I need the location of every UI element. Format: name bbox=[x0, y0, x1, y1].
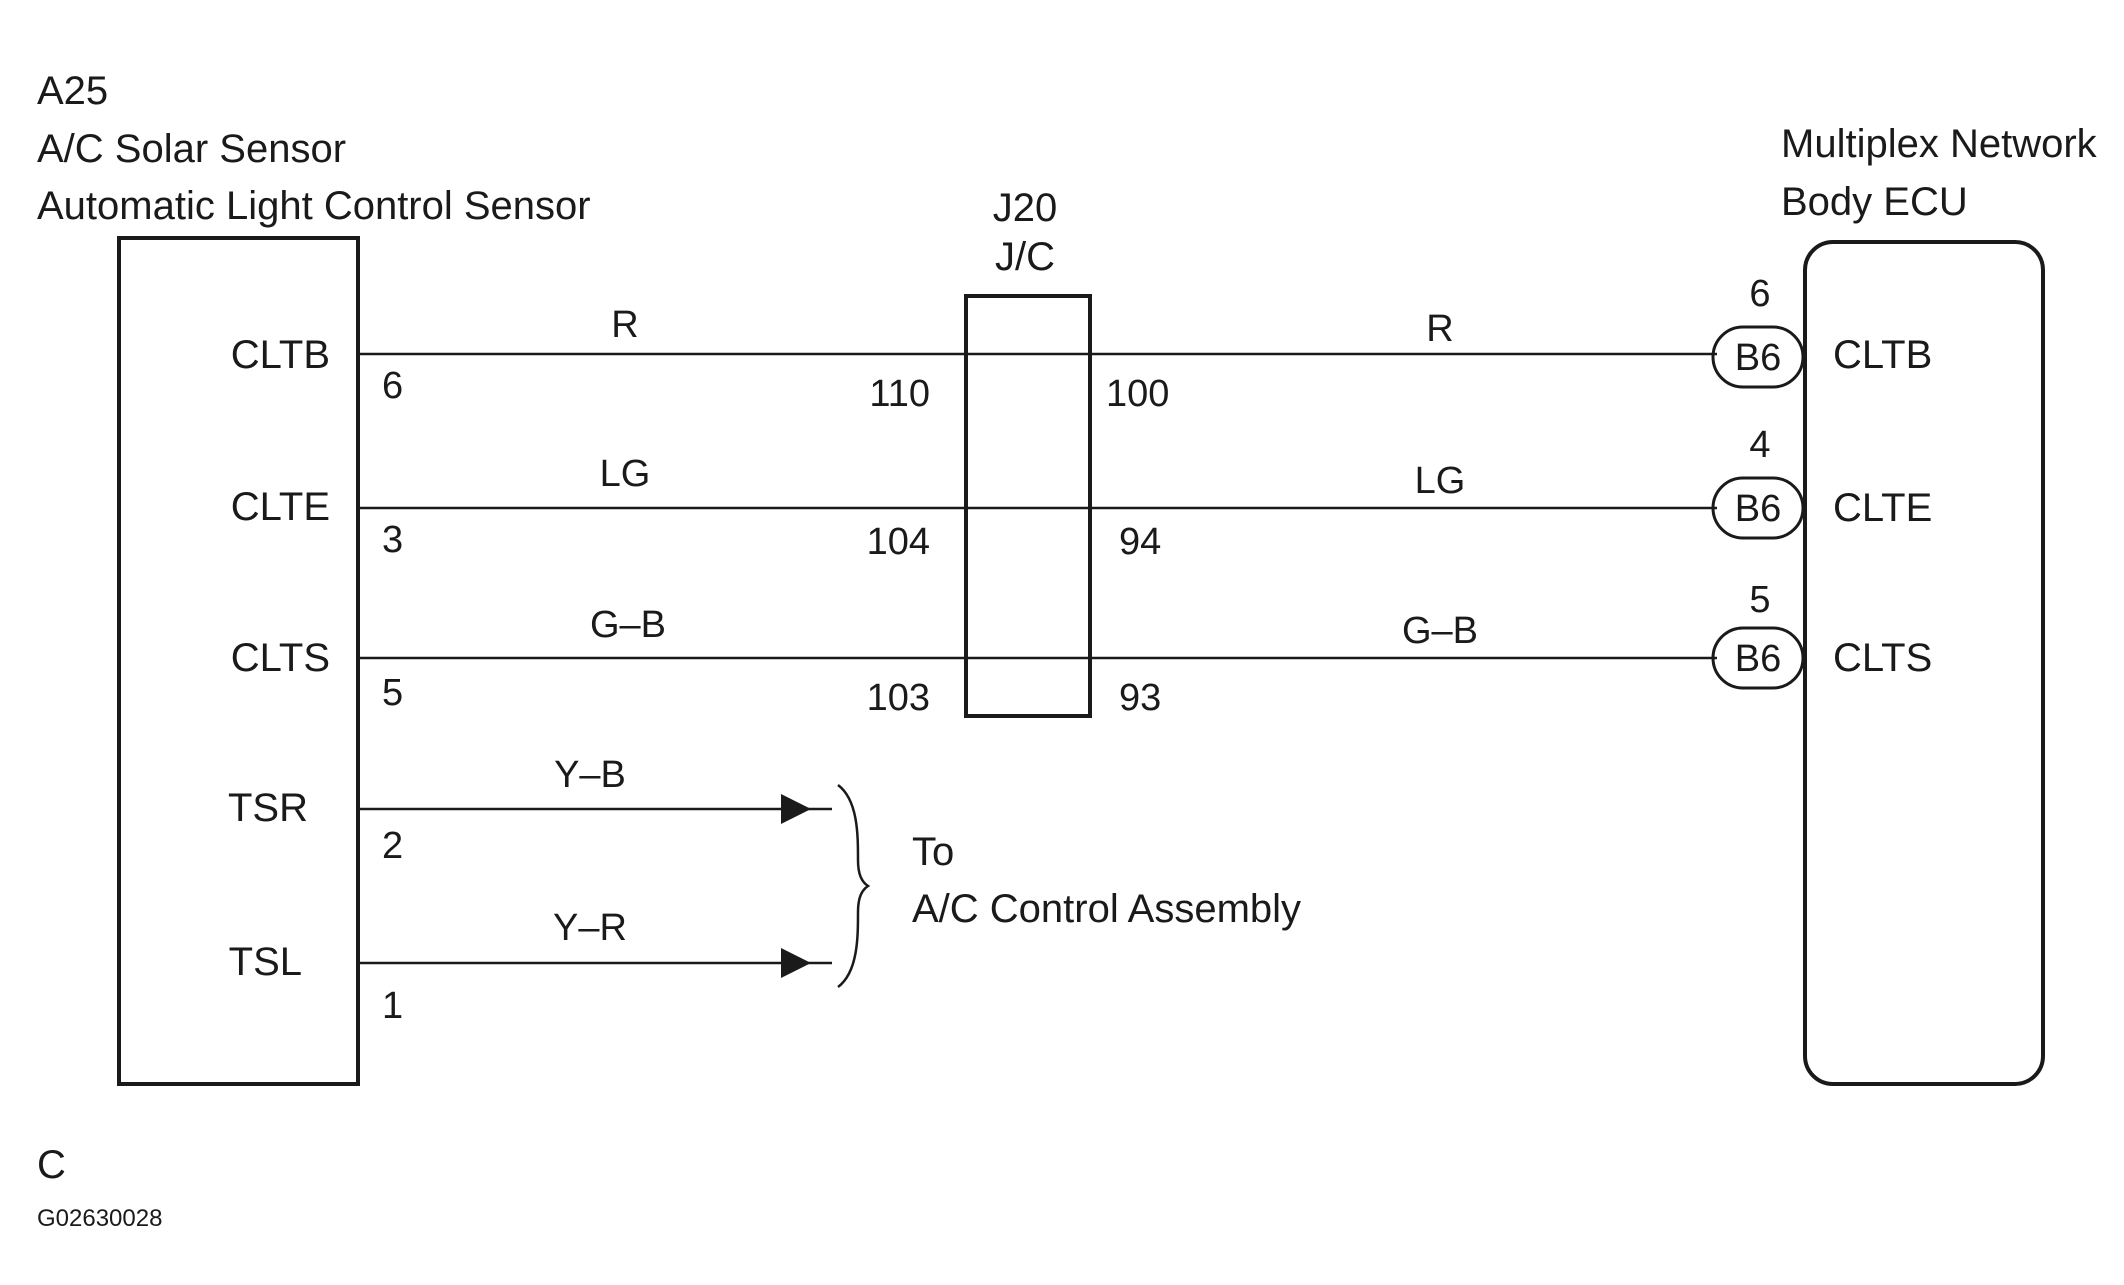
sensor-terminal-clts: CLTS bbox=[231, 636, 330, 680]
junction-right-pin-2: 94 bbox=[1119, 521, 1161, 563]
junction-left-pin-1: 110 bbox=[869, 373, 930, 415]
ecu-terminal-clte: CLTE bbox=[1833, 486, 1932, 530]
ecu-connector-clte bbox=[1711, 476, 1805, 540]
destination-line2: A/C Control Assembly bbox=[912, 887, 1301, 931]
destination-line1: To bbox=[912, 830, 954, 874]
sensor-code: A25 bbox=[37, 69, 108, 113]
footer-code: C bbox=[37, 1143, 66, 1187]
wire-color-clte-right: LG bbox=[1415, 460, 1466, 502]
sensor-pin-clts: 5 bbox=[382, 672, 403, 714]
sensor-pin-tsr: 2 bbox=[382, 825, 403, 867]
ecu-pin-clte: 4 bbox=[1749, 424, 1770, 466]
wire-color-clte-left: LG bbox=[600, 453, 651, 495]
arrow-tsl-icon bbox=[781, 948, 811, 978]
wire-color-tsr: Y–B bbox=[554, 754, 626, 796]
junction-right-pin-3: 93 bbox=[1119, 677, 1161, 719]
wire-color-clts-right: G–B bbox=[1402, 610, 1478, 652]
junction-left-pin-3: 103 bbox=[867, 677, 930, 719]
ecu-terminal-clts: CLTS bbox=[1833, 636, 1932, 680]
sensor-pin-clte: 3 bbox=[382, 519, 403, 561]
sensor-box bbox=[117, 236, 360, 1086]
junction-type: J/C bbox=[995, 235, 1055, 279]
sensor-name-line1: A/C Solar Sensor bbox=[37, 127, 346, 171]
arrow-tsr-icon bbox=[781, 794, 811, 824]
junction-left-pin-2: 104 bbox=[867, 521, 930, 563]
sensor-terminal-clte: CLTE bbox=[231, 485, 330, 529]
ecu-pin-cltb: 6 bbox=[1749, 273, 1770, 315]
ecu-terminal-cltb: CLTB bbox=[1833, 333, 1932, 377]
junction-code: J20 bbox=[993, 186, 1058, 230]
brace-icon bbox=[837, 784, 871, 988]
ecu-connector-cltb bbox=[1711, 325, 1805, 389]
sensor-name-line2: Automatic Light Control Sensor bbox=[37, 184, 591, 228]
ecu-connector-label-clte: B6 bbox=[1735, 488, 1781, 530]
wire-color-tsl: Y–R bbox=[553, 907, 627, 949]
ecu-pin-clts: 5 bbox=[1749, 579, 1770, 621]
wire-color-cltb-right: R bbox=[1426, 308, 1453, 350]
wire-color-clts-left: G–B bbox=[590, 604, 666, 646]
ecu-box bbox=[1803, 240, 2045, 1086]
footer-figure-id: G02630028 bbox=[37, 1205, 162, 1232]
ecu-connector-label-clts: B6 bbox=[1735, 638, 1781, 680]
sensor-pin-tsl: 1 bbox=[382, 985, 403, 1027]
ecu-connector-label-cltb: B6 bbox=[1735, 337, 1781, 379]
ecu-name-line1: Multiplex Network bbox=[1781, 122, 2098, 166]
ecu-connector-clts bbox=[1711, 626, 1805, 690]
sensor-terminal-tsr: TSR bbox=[228, 786, 308, 830]
sensor-terminal-tsl: TSL bbox=[229, 940, 302, 984]
wire-color-cltb-left: R bbox=[611, 304, 638, 346]
ecu-name-line2: Body ECU bbox=[1781, 180, 1968, 224]
sensor-terminal-cltb: CLTB bbox=[231, 333, 330, 377]
junction-box bbox=[964, 294, 1092, 718]
junction-right-pin-1: 100 bbox=[1106, 373, 1169, 415]
sensor-pin-cltb: 6 bbox=[382, 365, 403, 407]
